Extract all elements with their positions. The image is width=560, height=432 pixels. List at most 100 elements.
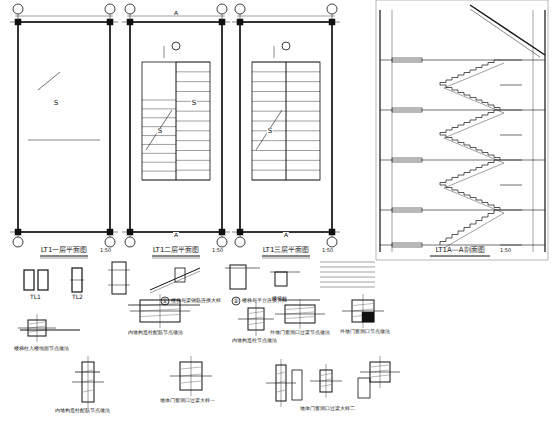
outline — [127, 19, 133, 25]
line — [142, 162, 176, 163]
drawing-label: 1:50 — [100, 248, 111, 253]
line — [128, 305, 200, 306]
line — [320, 267, 375, 268]
line — [150, 268, 200, 290]
line — [40, 256, 88, 257]
line — [88, 356, 89, 408]
line — [40, 258, 88, 259]
stair-flight — [440, 210, 500, 245]
line — [286, 160, 320, 161]
drawing-label: LT1二层平面图 — [153, 247, 200, 254]
line — [286, 71, 320, 72]
line — [256, 110, 282, 150]
drawing-label: S — [191, 100, 197, 107]
line — [286, 180, 320, 181]
axis-bubble — [125, 237, 135, 247]
axis-bubble — [125, 4, 135, 14]
line — [430, 256, 490, 257]
line — [141, 315, 179, 317]
line — [544, 10, 545, 252]
line — [444, 63, 504, 88]
drawing-label: LT1A—A剖面图 — [435, 247, 484, 254]
line — [252, 101, 286, 102]
line — [380, 60, 545, 61]
line — [277, 372, 285, 374]
line — [444, 138, 504, 163]
line — [176, 81, 210, 82]
line — [252, 150, 286, 151]
line — [15, 16, 113, 17]
stair-flight — [440, 185, 500, 210]
outline — [237, 19, 243, 25]
line — [500, 160, 522, 161]
line — [380, 160, 545, 161]
line — [176, 91, 210, 92]
axis-bubble — [13, 4, 23, 14]
axis-bubble — [13, 237, 23, 247]
drawing-label: 外墙门窗洞口节点做法 — [340, 329, 390, 334]
drawing-label: S — [157, 128, 163, 135]
drawing-label: 1:50 — [500, 248, 511, 253]
line — [176, 160, 210, 161]
line — [176, 121, 210, 122]
outline — [392, 158, 422, 162]
line — [142, 171, 176, 172]
line — [270, 272, 300, 273]
line — [176, 140, 210, 141]
outline — [392, 243, 422, 247]
line — [470, 9, 540, 57]
outline — [175, 268, 185, 282]
line — [286, 312, 314, 314]
line — [286, 317, 314, 319]
line — [286, 130, 320, 131]
axis-bubble — [235, 4, 245, 14]
outline — [237, 229, 243, 235]
outline — [275, 272, 287, 286]
line — [371, 370, 389, 372]
drawing-label: LT1三层平面图 — [263, 247, 310, 254]
line — [142, 153, 176, 154]
line — [262, 258, 310, 259]
line — [363, 294, 364, 328]
outline — [230, 265, 246, 289]
drawing-label: 楼梯柱入楼地面节点做法 — [14, 346, 69, 351]
line — [191, 356, 192, 396]
drawing-label: 楼梯柱 — [272, 296, 287, 301]
line — [225, 268, 260, 269]
line — [320, 277, 375, 278]
outline — [38, 270, 48, 290]
stair-flight — [440, 135, 500, 160]
line — [176, 180, 210, 181]
line — [380, 110, 545, 111]
line — [152, 258, 200, 259]
line — [300, 299, 301, 329]
line — [252, 91, 286, 92]
line — [286, 170, 320, 171]
line — [176, 150, 210, 151]
drawing-label: 1:50 — [212, 248, 223, 253]
outline — [130, 22, 222, 232]
axis-bubble — [105, 4, 115, 14]
drawing-label: 墙体门窗洞口过梁大样二 — [300, 406, 355, 411]
stair-flight — [440, 110, 500, 135]
line — [252, 140, 286, 141]
line — [20, 330, 80, 331]
line — [252, 180, 286, 181]
drawing-label: 内墙构造柱配筋节点做法 — [128, 330, 183, 335]
line — [277, 381, 285, 383]
outline — [358, 378, 370, 398]
line — [29, 326, 45, 328]
line — [274, 46, 275, 58]
line — [500, 210, 522, 211]
line — [286, 101, 320, 102]
drawing-label: S — [53, 100, 59, 107]
line — [142, 108, 176, 109]
line — [444, 163, 504, 188]
line — [252, 62, 286, 63]
line — [141, 309, 179, 311]
line — [379, 10, 380, 252]
line — [37, 314, 38, 342]
line — [286, 121, 320, 122]
drawing-label: ① — [162, 298, 167, 304]
line — [326, 364, 327, 398]
